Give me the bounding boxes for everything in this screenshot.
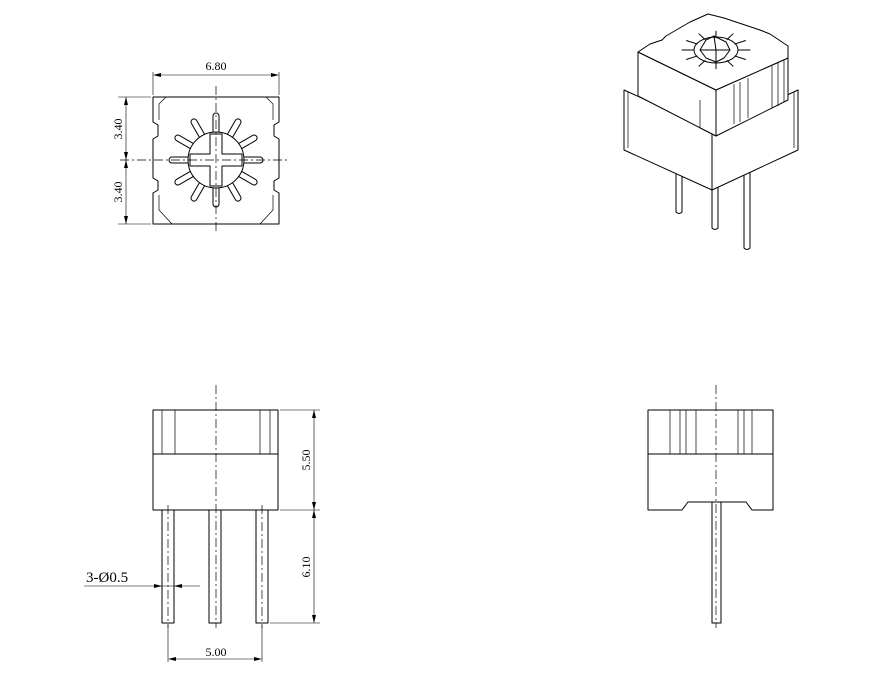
iso-cross-slot <box>699 35 731 63</box>
dim-body-height: 5.50 <box>299 450 313 471</box>
side-body-lower <box>647 453 774 511</box>
dim-pin-diameter: 3-Ø0.5 <box>86 570 128 586</box>
dim-pin-pitch: 5.00 <box>206 645 227 659</box>
iso-pin-2 <box>711 174 719 230</box>
rotor-slot <box>238 170 258 186</box>
dim-top-lower-height: 3.40 <box>111 182 125 203</box>
dim-top-width: 6.80 <box>206 59 227 73</box>
front-body-upper <box>152 409 279 455</box>
rotor-slot <box>238 134 258 150</box>
iso-rotor-slot <box>698 33 706 41</box>
iso-rotor-slot <box>698 59 706 67</box>
top-view-outline <box>152 96 280 225</box>
iso-rotor-slot <box>734 40 746 45</box>
rotor-slot <box>168 156 189 164</box>
rotor-slot <box>190 118 206 138</box>
iso-rotor-slot <box>686 55 698 60</box>
side-view <box>647 385 774 628</box>
rotor-slot <box>190 182 206 202</box>
iso-pin-3 <box>743 164 751 250</box>
rotor-slot <box>174 134 194 150</box>
dim-top-upper-height: 3.40 <box>111 119 125 140</box>
isometric-view <box>623 13 799 250</box>
side-body-upper <box>647 409 774 455</box>
rotor-slot <box>174 170 194 186</box>
iso-top-face <box>637 13 789 91</box>
iso-rotor-slot <box>726 59 734 67</box>
cross-slot <box>189 133 243 187</box>
rotor-slot <box>226 182 242 202</box>
rotor-slot <box>212 112 220 133</box>
front-view: 5.50 6.10 5.00 3-Ø0.5 <box>84 385 320 662</box>
side-pin <box>711 501 722 624</box>
iso-rotor-slot <box>734 55 746 60</box>
iso-rotor-slots <box>681 30 751 70</box>
front-body-lower <box>152 453 279 511</box>
iso-pin-1 <box>675 149 683 214</box>
iso-rotor-slot <box>726 33 734 41</box>
dim-pin-length: 6.10 <box>299 557 313 578</box>
rotor-slots <box>168 112 264 208</box>
top-view-inner-edges <box>158 96 274 225</box>
top-view: 6.80 3.40 3.40 <box>111 59 290 232</box>
front-pin-2 <box>208 509 222 624</box>
iso-rotor-slot <box>686 40 698 45</box>
rotor-slot <box>226 118 242 138</box>
